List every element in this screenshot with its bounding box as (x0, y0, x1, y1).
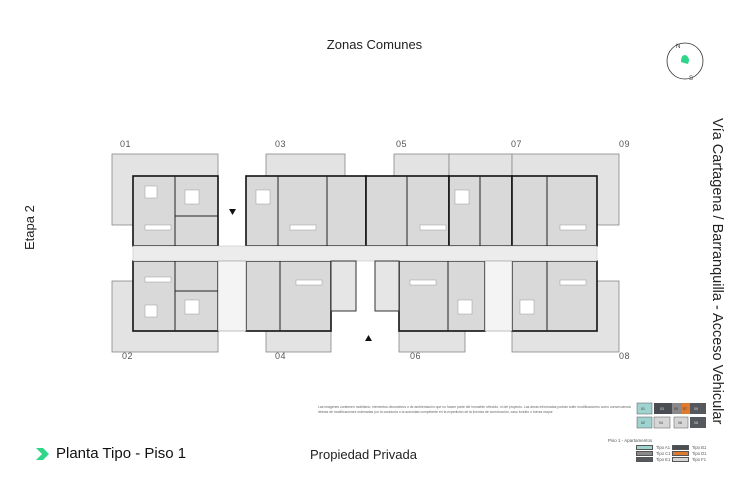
unit-06 (398, 260, 486, 332)
key-unit-03 (654, 403, 672, 414)
key-label: 03 (660, 407, 664, 411)
key-plan: 01 03 05 09 02 04 06 08 07 (636, 402, 706, 429)
key-unit-05 (672, 403, 682, 414)
unit-label: 04 (275, 351, 287, 361)
interior-walls (174, 176, 548, 331)
legend-item: Tipo D1 (672, 451, 708, 456)
key-label: 06 (678, 421, 682, 425)
key-unit-01 (636, 402, 653, 415)
disclaimer: Las imágenes contienen mobiliario, eleme… (318, 405, 631, 414)
compass-south: S (689, 76, 693, 82)
unit-04 (245, 260, 332, 332)
key-label: 07 (683, 407, 687, 411)
unit-label: 01 (120, 139, 132, 149)
terrace-03 (265, 153, 346, 180)
zone-label-common: Zonas Comunes (326, 37, 423, 52)
terrace-06 (398, 328, 466, 353)
shaft (374, 260, 400, 312)
key-unit-04 (653, 416, 671, 429)
unit-08 (511, 260, 598, 332)
entrance-marker-icon (365, 335, 372, 341)
legend-item: Tipo B1 (672, 445, 708, 450)
unit-label: 05 (396, 139, 408, 149)
key-unit-09 (690, 403, 706, 414)
unit-label: 03 (275, 139, 287, 149)
legend-item: Tipo F1 (672, 457, 708, 462)
chevron-arrow-icon (36, 447, 49, 460)
legend-item: Tipo A1 (636, 445, 672, 450)
unit-label: 02 (122, 351, 134, 361)
terrace-07 (448, 153, 513, 180)
key-label: 05 (674, 407, 678, 411)
key-label: 09 (694, 407, 698, 411)
unit-03 (245, 175, 367, 247)
key-unit-07 (682, 403, 690, 414)
unit-label: 08 (619, 351, 631, 361)
unit-label: 09 (619, 139, 631, 149)
furniture (144, 185, 587, 318)
entrance-marker-icon (229, 209, 236, 215)
key-label: 02 (641, 421, 645, 425)
legend-item: Tipo E1 (636, 457, 672, 462)
key-unit-02 (636, 416, 653, 429)
compass-icon: N S (664, 40, 706, 82)
page-title: Planta Tipo - Piso 1 (36, 445, 186, 462)
zone-label-private: Propiedad Privada (310, 447, 417, 462)
unit-label: 06 (410, 351, 422, 361)
stair-core (484, 260, 513, 332)
key-label: 01 (641, 407, 645, 411)
compass-north: N (676, 44, 680, 50)
legend: Tipo A1 Tipo B1 Tipo C1 Tipo D1 Tipo E1 … (636, 445, 708, 462)
legend-item: Tipo C1 (636, 451, 672, 456)
key-label: 08 (694, 421, 698, 425)
corridor (132, 245, 598, 332)
key-label: 04 (659, 421, 663, 425)
unit-label: 07 (511, 139, 523, 149)
terrace-04 (265, 328, 332, 353)
stair-core (217, 260, 247, 332)
legend-title: Piso 1 - Apartamentos (608, 438, 653, 443)
key-unit-06 (673, 416, 689, 429)
page-title-text: Planta Tipo - Piso 1 (56, 445, 187, 462)
key-unit-08 (690, 417, 706, 428)
elevators (330, 260, 357, 312)
unit-09 (511, 175, 598, 247)
